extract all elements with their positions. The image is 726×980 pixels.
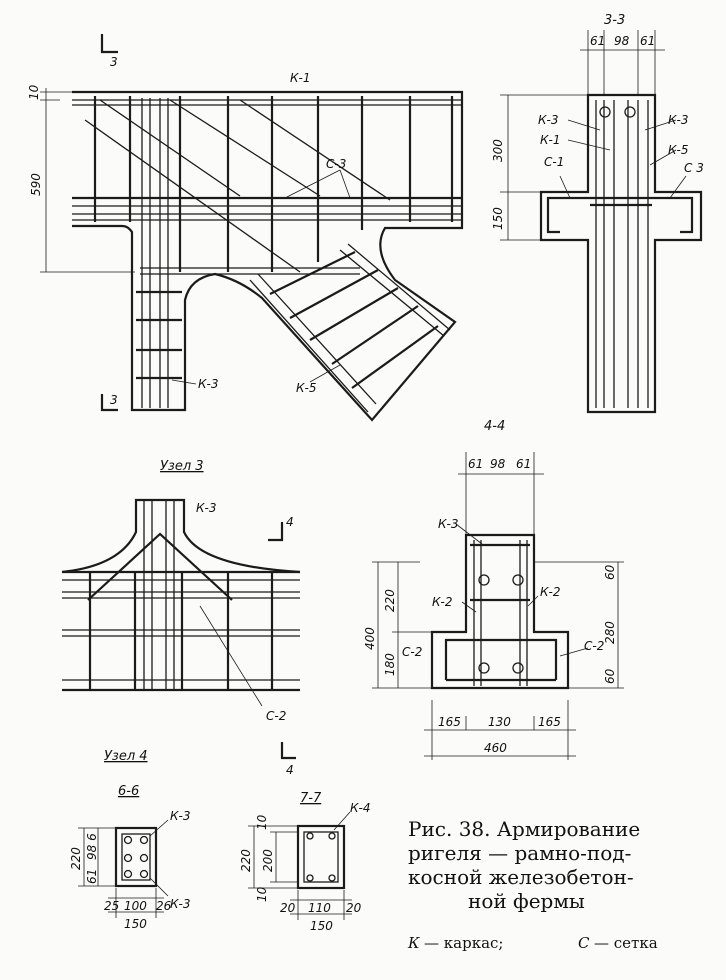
dim-10-77-top: 10 bbox=[255, 814, 269, 830]
label-k2-right: К-2 bbox=[540, 585, 560, 599]
dim-61-66: 61 bbox=[85, 869, 99, 884]
title-section-6-6: 6-6 bbox=[118, 784, 139, 799]
dim-110: 110 bbox=[308, 901, 331, 915]
dim-165-a: 165 bbox=[438, 715, 461, 729]
node-3-elevation bbox=[61, 498, 301, 760]
legend-k-text: — каркас; bbox=[424, 934, 503, 952]
label-k3-66-bottom: К-3 bbox=[170, 897, 190, 911]
title-section-4-4: 4-4 bbox=[484, 419, 505, 434]
elevation-node-1 bbox=[40, 34, 464, 422]
dim-60-bottom: 60 bbox=[603, 668, 617, 684]
section-mark-4-bottom: 4 bbox=[286, 763, 294, 777]
dim-180: 180 bbox=[383, 653, 397, 676]
dim-220-77: 220 bbox=[239, 849, 253, 872]
dim-10-77-bottom: 10 bbox=[255, 886, 269, 902]
dim-25: 25 bbox=[104, 899, 119, 913]
dim-61-c: 61 bbox=[468, 457, 483, 471]
dim-150-77: 150 bbox=[310, 919, 333, 933]
dim-986-66: 98 6 bbox=[85, 833, 99, 860]
caption-line-2: ригеля — рамно-под- bbox=[408, 841, 631, 865]
caption-line-1: Рис. 38. Армирование bbox=[408, 817, 640, 841]
dim-20-b: 20 bbox=[346, 901, 362, 915]
label-k5: К-5 bbox=[296, 381, 316, 395]
dim-60-top: 60 bbox=[603, 564, 617, 580]
dim-460: 460 bbox=[484, 741, 507, 755]
label-k3: К-3 bbox=[198, 377, 218, 391]
dim-10: 10 bbox=[27, 84, 41, 100]
dim-165-b: 165 bbox=[538, 715, 561, 729]
label-k3-left: К-3 bbox=[538, 113, 558, 127]
legend-k-abbr: К bbox=[407, 934, 420, 952]
dim-98-b: 98 bbox=[490, 457, 506, 471]
section-3-3 bbox=[500, 30, 703, 414]
dim-220: 220 bbox=[383, 589, 397, 612]
label-k3-right: К-3 bbox=[668, 113, 688, 127]
dim-150-66: 150 bbox=[124, 917, 147, 931]
label-k3-section44: К-3 bbox=[438, 517, 458, 531]
label-c1: С-1 bbox=[544, 155, 564, 169]
label-k3-66-top: К-3 bbox=[170, 809, 190, 823]
section-mark-4-top: 4 bbox=[286, 515, 294, 529]
label-c2-node3: С-2 bbox=[266, 709, 286, 723]
dim-98: 98 bbox=[614, 34, 630, 48]
dim-300: 300 bbox=[491, 139, 505, 162]
dim-26: 26 bbox=[156, 899, 172, 913]
dim-200-77: 200 bbox=[261, 849, 275, 872]
legend-c-text: — сетка bbox=[594, 934, 658, 952]
label-k5-section: К-5 bbox=[668, 143, 688, 157]
dim-130: 130 bbox=[488, 715, 511, 729]
label-k3-node3: К-3 bbox=[196, 501, 216, 515]
title-section-3-3: 3-3 bbox=[604, 13, 625, 28]
label-c2-left: С-2 bbox=[402, 645, 422, 659]
label-c2-right: С-2 bbox=[584, 639, 604, 653]
dim-150: 150 bbox=[491, 207, 505, 230]
caption-line-4: ной фермы bbox=[468, 889, 585, 913]
label-k4: К-4 bbox=[350, 801, 370, 815]
label-k2-left: К-2 bbox=[432, 595, 452, 609]
dim-400: 400 bbox=[363, 627, 377, 650]
dim-220-66: 220 bbox=[69, 847, 83, 870]
section-mark-3-top: 3 bbox=[110, 55, 118, 69]
dim-20-a: 20 bbox=[280, 901, 296, 915]
section-6-6 bbox=[78, 819, 169, 918]
dim-590: 590 bbox=[29, 173, 43, 196]
title-section-7-7: 7-7 bbox=[300, 791, 322, 806]
dim-100: 100 bbox=[124, 899, 147, 913]
title-node-4: Узел 4 bbox=[104, 749, 148, 764]
dim-61-b: 61 bbox=[640, 34, 655, 48]
legend-c-abbr: С bbox=[578, 934, 590, 952]
dim-61-a: 61 bbox=[590, 34, 605, 48]
section-4-4 bbox=[372, 452, 624, 760]
title-node-3: Узел 3 bbox=[160, 459, 204, 474]
label-c3-section: С 3 bbox=[684, 161, 704, 175]
section-mark-3-bottom: 3 bbox=[110, 393, 118, 407]
caption-line-3: косной железобетон- bbox=[408, 865, 634, 889]
dim-61-d: 61 bbox=[516, 457, 531, 471]
label-c3: С-3 bbox=[326, 157, 346, 171]
label-k1: К-1 bbox=[290, 71, 310, 85]
label-k1-section: К-1 bbox=[540, 133, 560, 147]
section-7-7 bbox=[248, 811, 352, 920]
dim-280: 280 bbox=[603, 621, 617, 644]
